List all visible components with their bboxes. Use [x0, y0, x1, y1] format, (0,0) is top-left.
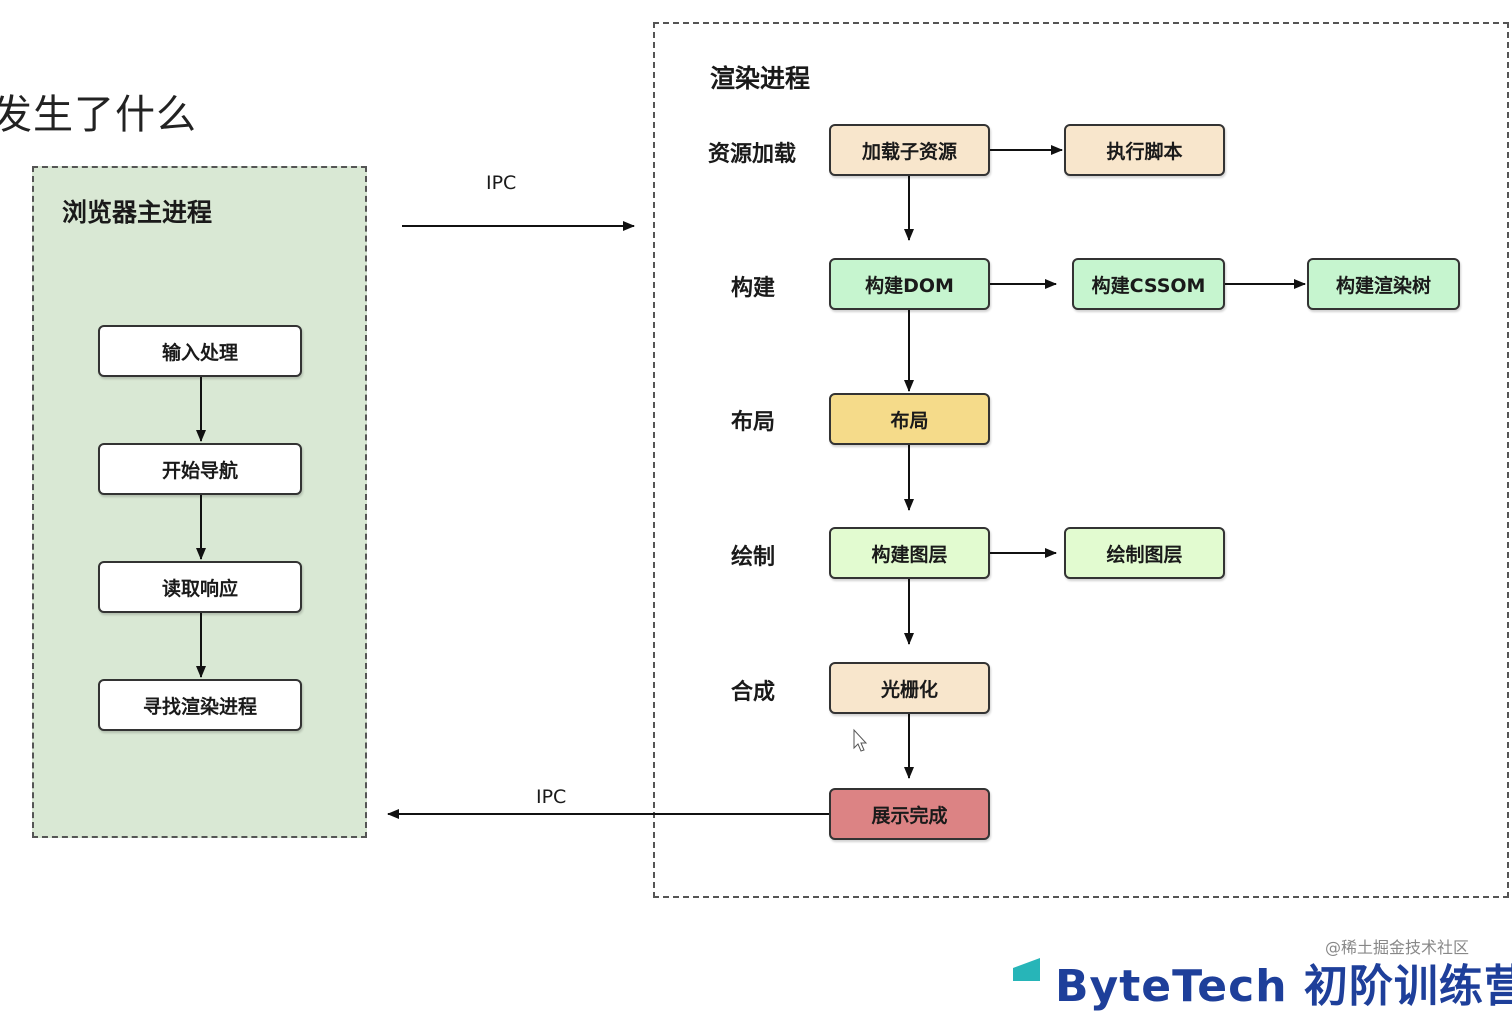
node-display-complete: 展示完成 — [829, 788, 990, 840]
step-start-navigation: 开始导航 — [98, 443, 302, 495]
stage-label-composite: 合成 — [731, 680, 776, 705]
step-read-response: 读取响应 — [98, 561, 302, 613]
ipc-label-bottom: IPC — [536, 786, 567, 808]
node-paint-layer: 绘制图层 — [1064, 527, 1225, 579]
ipc-label-top: IPC — [486, 172, 517, 194]
stage-label-build: 构建 — [731, 276, 776, 301]
renderer-process-title: 渲染进程 — [710, 64, 811, 93]
stage-label-layout: 布局 — [731, 410, 776, 435]
node-load-subresources: 加载子资源 — [829, 124, 990, 176]
page-title: 发生了什么 — [0, 92, 197, 138]
footer-brand: ByteTech 初阶训练营 — [1055, 961, 1512, 1012]
node-build-render-tree: 构建渲染树 — [1307, 258, 1460, 310]
connector-arrows — [196, 145, 1306, 981]
node-execute-script: 执行脚本 — [1064, 124, 1225, 176]
node-rasterize: 光栅化 — [829, 662, 990, 714]
browser-main-process-title: 浏览器主进程 — [62, 198, 213, 227]
node-build-cssom: 构建CSSOM — [1072, 258, 1225, 310]
stage-label-resource-loading: 资源加载 — [708, 142, 797, 167]
step-input-handling: 输入处理 — [98, 325, 302, 377]
stage-label-paint: 绘制 — [731, 545, 776, 570]
node-layout: 布局 — [829, 393, 990, 445]
footer-credit: @稀土掘金技术社区 — [1325, 938, 1470, 957]
mouse-cursor-icon — [853, 728, 868, 752]
step-find-renderer: 寻找渲染进程 — [98, 679, 302, 731]
node-build-layer: 构建图层 — [829, 527, 990, 579]
renderer-process-panel — [653, 22, 1509, 898]
brand-logo-icon — [1013, 958, 1040, 981]
node-build-dom: 构建DOM — [829, 258, 990, 310]
